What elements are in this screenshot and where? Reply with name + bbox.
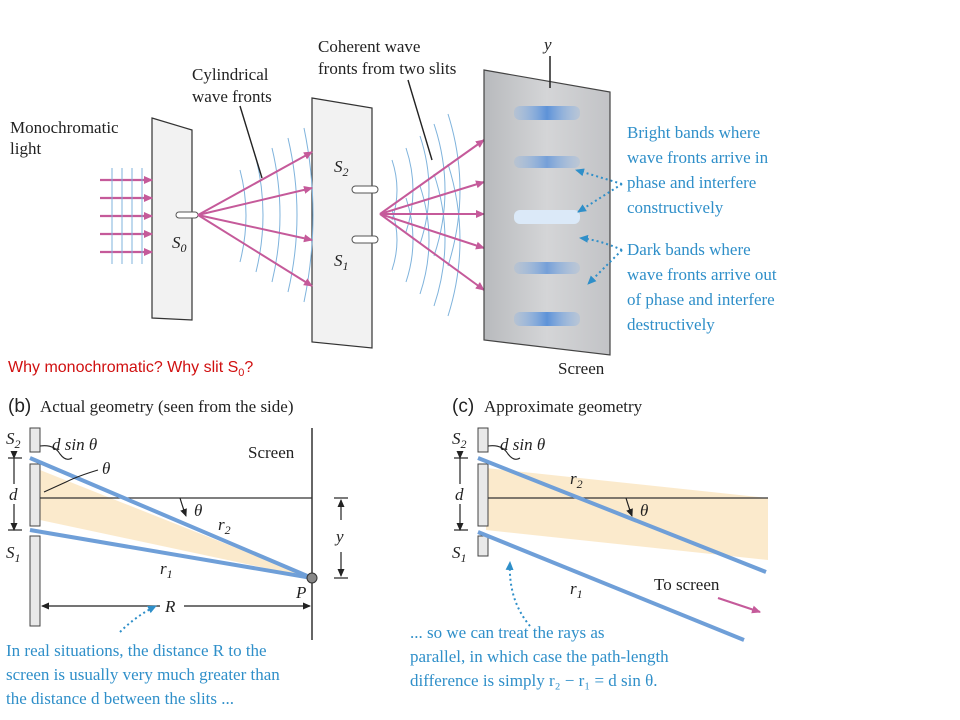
- part-a-diagram: Monochromatic light Cylindrical wave fro…: [10, 35, 777, 378]
- part-b-letter: (b): [8, 396, 31, 417]
- theta-label-b2: θ: [194, 501, 202, 520]
- barrier-top-b: [29, 427, 41, 453]
- bright-caption-line3: phase and interfere: [627, 173, 756, 192]
- bright-bands: [514, 106, 580, 326]
- theta-label-c: θ: [640, 501, 648, 520]
- monochromatic-label-line1: Monochromatic: [10, 118, 119, 137]
- dark-caption-line1: Dark bands where: [627, 240, 751, 259]
- cylindrical-wave-fronts: [239, 127, 314, 303]
- part-b-diagram: (b) Actual geometry (seen from the side): [6, 396, 348, 708]
- to-screen-label: To screen: [654, 575, 720, 594]
- caption-c-line1: ... so we can treat the rays as: [410, 623, 604, 642]
- coherent-label-line1: Coherent wave: [318, 37, 420, 56]
- dark-caption-line4: destructively: [627, 315, 715, 334]
- point-p: [306, 572, 318, 584]
- ray-r2-c: [477, 456, 767, 574]
- r2-label-b: r2: [218, 515, 231, 537]
- theta-arc-c: [625, 497, 633, 517]
- dsin-brace-c: [487, 445, 521, 460]
- r1-label-c: r1: [570, 579, 583, 601]
- y-dimension-b: [334, 497, 348, 579]
- rays-from-slits: [379, 139, 485, 291]
- part-b-title: Actual geometry (seen from the side): [40, 397, 294, 416]
- r2-label-c: r2: [570, 469, 583, 491]
- dsin-label-c: d sin θ: [500, 435, 545, 454]
- incoming-light-arrows: [100, 176, 153, 256]
- p-label: P: [295, 583, 306, 602]
- slit-card-s0: [151, 117, 193, 321]
- d-dimension-c: [454, 451, 468, 531]
- s2-label-b: S2: [6, 429, 21, 451]
- part-c-title: Approximate geometry: [484, 397, 643, 416]
- dark-caption-line2: wave fronts arrive out: [627, 265, 777, 284]
- r1-label-b: r1: [160, 559, 173, 581]
- caption-c-line3: difference is simply r₂ − r₁ = d sin θ.: [410, 671, 658, 690]
- theta-arc-b: [179, 497, 187, 517]
- barrier-bottom-b: [29, 535, 41, 627]
- theta-label-b1: θ: [102, 459, 110, 478]
- y-label-a: y: [542, 35, 552, 54]
- d-dimension-b: [8, 451, 22, 531]
- s1-label-b: S1: [6, 543, 21, 565]
- s2-label-c: S2: [452, 429, 467, 451]
- cylindrical-label-line1: Cylindrical: [192, 65, 269, 84]
- barrier-bottom-c: [477, 535, 489, 557]
- caption-b-line3: the distance d between the slits ...: [6, 689, 234, 708]
- s0-label: S0: [172, 233, 187, 255]
- screen-label-b: Screen: [248, 443, 295, 462]
- dark-caption-line3: of phase and interfere: [627, 290, 775, 309]
- ray-r2-b: [29, 456, 313, 580]
- dsin-label-b: d sin θ: [52, 435, 97, 454]
- coherent-label-line2: fronts from two slits: [318, 59, 456, 78]
- d-label-b: d: [9, 485, 18, 504]
- y-label-b: y: [334, 527, 344, 546]
- caption-b-line2: screen is usually very much greater than: [6, 665, 280, 684]
- s2-label-a: S2: [334, 157, 349, 179]
- slit-s0: [175, 211, 199, 219]
- bright-caption-line2: wave fronts arrive in: [627, 148, 769, 167]
- d-label-c: d: [455, 485, 464, 504]
- band-pointer-arrows: [575, 168, 623, 285]
- s1-label-a: S1: [334, 251, 349, 273]
- bright-caption-line1: Bright bands where: [627, 123, 760, 142]
- question-text: Why monochromatic? Why slit S0?: [8, 359, 253, 379]
- part-c-letter: (c): [452, 396, 474, 417]
- caption-c-line2: parallel, in which case the path-length: [410, 647, 669, 666]
- ray-r1-c: [477, 530, 745, 642]
- theta-pointer-b: [43, 469, 99, 493]
- screen-label-a: Screen: [558, 359, 605, 378]
- monochromatic-label-line2: light: [10, 139, 41, 158]
- slit-card-s1-s2: [311, 97, 373, 349]
- slit-s1: [351, 235, 379, 244]
- barrier-mid-c: [477, 463, 489, 527]
- s1-label-c: S1: [452, 543, 467, 565]
- r-label-b: R: [164, 597, 176, 616]
- to-screen-arrow: [717, 596, 761, 614]
- caption-arrow-b: [119, 605, 157, 633]
- caption-b-line1: In real situations, the distance R to th…: [6, 641, 267, 660]
- label-leaders: [239, 79, 433, 179]
- part-c-sector: [486, 468, 768, 560]
- caption-arrow-c: [505, 561, 531, 627]
- rays-from-s0: [197, 151, 313, 287]
- bright-caption-line4: constructively: [627, 198, 724, 217]
- coherent-wave-fronts: [391, 113, 461, 317]
- slit-s2: [351, 185, 379, 194]
- dsin-brace-b: [39, 445, 73, 460]
- barrier-top-c: [477, 427, 489, 453]
- ray-r1-b: [29, 528, 313, 580]
- plane-wave-fronts: [111, 168, 143, 264]
- cylindrical-label-line2: wave fronts: [192, 87, 272, 106]
- barrier-mid-b: [29, 463, 41, 527]
- part-c-diagram: (c) Approximate geometry S2 S1 d d sin θ…: [410, 396, 768, 690]
